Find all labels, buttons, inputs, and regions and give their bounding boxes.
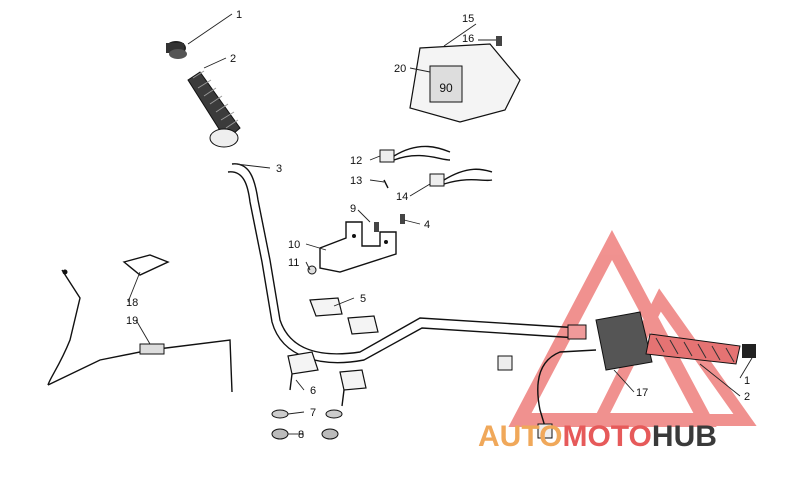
callout-12: 12	[350, 155, 362, 167]
wiring-harness	[379, 145, 493, 189]
watermark-word-auto: AUTO	[478, 420, 562, 453]
grip-left	[187, 70, 241, 148]
bolts	[374, 36, 502, 232]
clamp-blocks	[271, 297, 379, 440]
callout-2-right: 2	[744, 391, 750, 403]
callout-17: 17	[636, 387, 648, 399]
svg-text:90: 90	[439, 81, 453, 95]
callout-3: 3	[276, 163, 282, 175]
callout-1-right: 1	[744, 375, 750, 387]
callout-15: 15	[462, 13, 474, 25]
callout-4: 4	[424, 219, 430, 231]
callout-7: 7	[310, 407, 316, 419]
callout-8: 8	[298, 429, 304, 441]
callout-18: 18	[126, 297, 138, 309]
watermark-word-moto: MOTO	[562, 420, 651, 453]
grip-end-cap-left	[166, 41, 187, 59]
callout-labels: 1 2 3 4 5 6 7 8 9 10 11 12 13 14 15 16 1…	[126, 9, 750, 441]
callout-16: 16	[462, 33, 474, 45]
callout-20: 20	[394, 63, 406, 75]
handlebar	[227, 163, 587, 364]
callout-11: 11	[288, 257, 299, 269]
callout-9: 9	[350, 203, 356, 215]
grip-right	[497, 311, 756, 439]
leader-lines	[127, 13, 753, 435]
watermark-text: AUTOMOTOHUB	[478, 420, 717, 453]
callout-6: 6	[310, 385, 316, 397]
callout-1-left: 1	[236, 9, 242, 21]
callout-19: 19	[126, 315, 138, 327]
watermark-word-hub: HUB	[652, 420, 717, 453]
callout-5: 5	[360, 293, 366, 305]
callout-14: 14	[396, 191, 408, 203]
callout-13: 13	[350, 175, 362, 187]
svg-text:AUTOMOTOHUB: AUTOMOTOHUB	[478, 420, 717, 453]
callout-2-left: 2	[230, 53, 236, 65]
mounting-bracket	[307, 221, 397, 275]
instrument-pod: 90	[409, 43, 521, 123]
throttle-cable	[47, 254, 233, 393]
callout-10: 10	[288, 239, 300, 251]
